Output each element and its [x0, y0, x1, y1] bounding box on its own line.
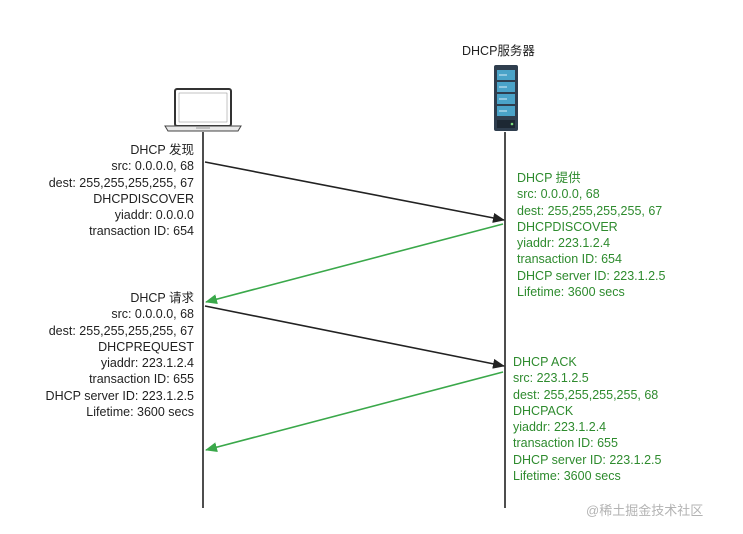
discover-line: src: 0.0.0.0, 68: [111, 159, 194, 174]
offer-line: Lifetime: 3600 secs: [517, 285, 625, 300]
request-arrow: [204, 305, 505, 369]
request-line: DHCP server ID: 223.1.2.5: [45, 388, 194, 403]
laptop-icon: [164, 88, 242, 132]
offer-line: transaction ID: 654: [517, 252, 622, 267]
ack-line: DHCP ACK: [513, 355, 577, 369]
ack-line: yiaddr: 223.1.2.4: [513, 420, 607, 435]
request-line: DHCPREQUEST: [98, 339, 194, 354]
ack-line: src: 223.1.2.5: [513, 371, 589, 386]
offer-line: dest: 255,255,255,255, 67: [517, 203, 663, 218]
discover-message: DHCP 发现 src: 0.0.0.0, 68 dest: 255,255,2…: [49, 142, 194, 240]
request-line: Lifetime: 3600 secs: [86, 405, 194, 420]
offer-line: DHCP 提供: [517, 171, 581, 185]
discover-line: DHCP 发现: [130, 143, 194, 157]
offer-arrow: [205, 223, 504, 305]
request-line: yiaddr: 223.1.2.4: [100, 356, 194, 371]
discover-line: yiaddr: 0.0.0.0: [114, 208, 194, 223]
offer-line: DHCPDISCOVER: [517, 219, 618, 234]
ack-line: DHCP server ID: 223.1.2.5: [513, 452, 662, 467]
ack-line: dest: 255,255,255,255, 68: [513, 387, 659, 402]
request-line: transaction ID: 655: [89, 372, 194, 387]
offer-line: src: 0.0.0.0, 68: [517, 187, 600, 202]
discover-arrow: [204, 161, 505, 223]
ack-arrow: [205, 371, 504, 453]
ack-message: DHCP ACK src: 223.1.2.5 dest: 255,255,25…: [513, 354, 661, 484]
discover-line: DHCPDISCOVER: [93, 191, 194, 206]
offer-line: yiaddr: 223.1.2.4: [517, 236, 611, 251]
request-message: DHCP 请求 src: 0.0.0.0, 68 dest: 255,255,2…: [46, 290, 194, 420]
ack-line: DHCPACK: [513, 403, 574, 418]
server-icon: [494, 65, 518, 131]
watermark-text: @稀土掘金技术社区: [586, 503, 704, 518]
server-title: DHCP服务器: [462, 44, 535, 58]
request-line: DHCP 请求: [130, 291, 194, 305]
ack-line: transaction ID: 655: [513, 436, 618, 451]
offer-message: DHCP 提供 src: 0.0.0.0, 68 dest: 255,255,2…: [517, 170, 665, 300]
request-line: dest: 255,255,255,255, 67: [48, 323, 194, 338]
ack-line: Lifetime: 3600 secs: [513, 469, 621, 484]
discover-line: transaction ID: 654: [89, 224, 194, 239]
request-line: src: 0.0.0.0, 68: [111, 307, 194, 322]
discover-line: dest: 255,255,255,255, 67: [48, 175, 194, 190]
offer-line: DHCP server ID: 223.1.2.5: [517, 268, 666, 283]
